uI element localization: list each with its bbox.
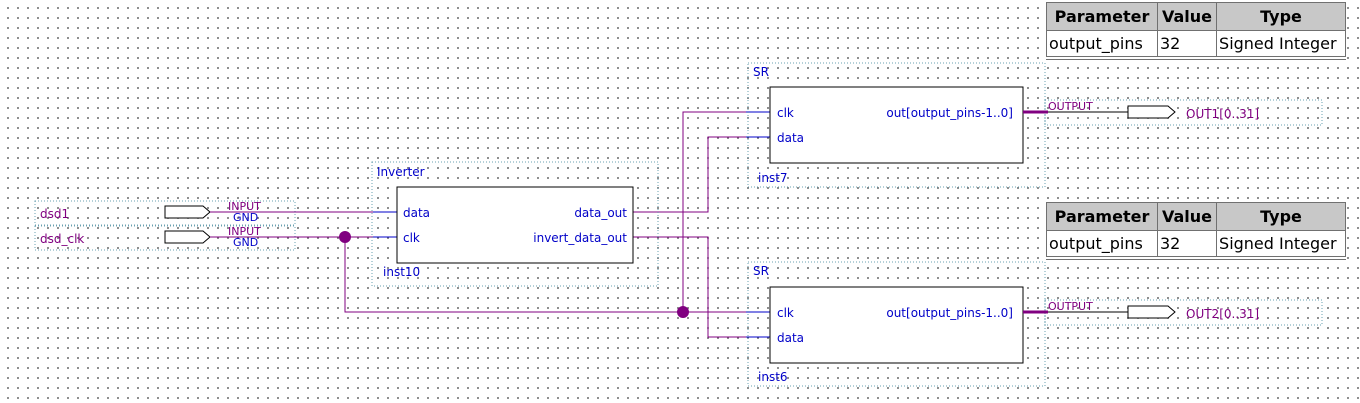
instance-name: inst6 bbox=[758, 370, 788, 384]
block-body bbox=[769, 286, 1024, 364]
table-header: Parameter bbox=[1046, 202, 1158, 231]
table-header: Type bbox=[1216, 2, 1347, 31]
output-pin-symbol bbox=[1127, 305, 1176, 319]
output-pin-out1[interactable]: OUTPUT OUT1[0..31] bbox=[1023, 100, 1259, 121]
port-label: data bbox=[403, 206, 430, 220]
input-pin-frame bbox=[34, 200, 296, 226]
table-header: Parameter bbox=[1046, 2, 1158, 31]
input-pin-type: INPUT bbox=[228, 225, 261, 238]
port-label: out[output_pins-1..0] bbox=[886, 106, 1013, 120]
wire[interactable] bbox=[633, 236, 746, 338]
input-pin-name: dsd_clk bbox=[40, 232, 84, 246]
block-frame bbox=[747, 62, 1046, 188]
table-cell: output_pins bbox=[1046, 230, 1158, 260]
instance-name: inst10 bbox=[383, 265, 420, 279]
block-title: SR bbox=[753, 65, 769, 79]
block-frame bbox=[747, 261, 1046, 387]
port-label: data bbox=[777, 131, 804, 145]
port-label: clk bbox=[403, 231, 420, 245]
parameter-table: Parameter Value Type output_pins 32 Sign… bbox=[1046, 202, 1347, 260]
table-cell: 32 bbox=[1156, 30, 1218, 60]
wires bbox=[295, 111, 746, 338]
port-label: data bbox=[777, 331, 804, 345]
input-pin-symbol bbox=[164, 230, 211, 244]
input-pin-frame bbox=[34, 225, 296, 251]
input-pin-dsd-clk[interactable]: dsd_clk INPUT GND bbox=[40, 225, 295, 249]
table-cell: Signed Integer bbox=[1216, 30, 1347, 60]
table-row[interactable]: output_pins 32 Signed Integer bbox=[1046, 30, 1347, 60]
block-title: Inverter bbox=[377, 165, 425, 179]
wire[interactable] bbox=[344, 237, 746, 313]
input-pin-symbol bbox=[164, 205, 211, 219]
block-body bbox=[769, 86, 1024, 164]
block-title: SR bbox=[753, 264, 769, 278]
output-pin-type: OUTPUT bbox=[1048, 100, 1093, 113]
port-label: out[output_pins-1..0] bbox=[886, 306, 1013, 320]
table-row[interactable]: output_pins 32 Signed Integer bbox=[1046, 230, 1347, 260]
wire[interactable] bbox=[682, 111, 746, 312]
port-label: invert_data_out bbox=[533, 231, 627, 245]
port-label: data_out bbox=[574, 206, 627, 220]
sr-block-inst7[interactable]: SR clk data out[output_pins-1..0] inst7 bbox=[747, 62, 1046, 188]
parameter-table: Parameter Value Type output_pins 32 Sign… bbox=[1046, 2, 1347, 60]
table-header: Type bbox=[1216, 202, 1347, 231]
output-pin-out2[interactable]: OUTPUT OUT2[0..31] bbox=[1023, 300, 1259, 321]
port-stubs bbox=[373, 111, 770, 338]
port-label: clk bbox=[777, 306, 794, 320]
output-pin-symbol bbox=[1127, 105, 1176, 119]
output-pin-name: OUT1[0..31] bbox=[1186, 107, 1259, 121]
output-pin-type: OUTPUT bbox=[1048, 300, 1093, 313]
block-frame bbox=[371, 161, 659, 287]
junction-dot bbox=[339, 231, 351, 243]
input-pin-default: GND bbox=[233, 211, 258, 224]
instance-name: inst7 bbox=[758, 171, 788, 185]
inverter-block[interactable]: Inverter data clk data_out invert_data_o… bbox=[371, 161, 659, 287]
input-pin-type: INPUT bbox=[228, 200, 261, 213]
input-pin-dsd1[interactable]: dsd1 INPUT GND bbox=[40, 200, 295, 224]
wire[interactable] bbox=[633, 136, 746, 213]
input-pin-name: dsd1 bbox=[40, 207, 69, 221]
block-body bbox=[396, 186, 634, 264]
table-header: Value bbox=[1156, 202, 1218, 231]
output-pin-name: OUT2[0..31] bbox=[1186, 307, 1259, 321]
port-label: clk bbox=[777, 106, 794, 120]
table-cell: 32 bbox=[1156, 230, 1218, 260]
input-pin-default: GND bbox=[233, 236, 258, 249]
table-header: Value bbox=[1156, 2, 1218, 31]
sr-block-inst6[interactable]: SR clk data out[output_pins-1..0] inst6 bbox=[747, 261, 1046, 387]
junction-dot bbox=[677, 306, 689, 318]
table-cell: Signed Integer bbox=[1216, 230, 1347, 260]
table-cell: output_pins bbox=[1046, 30, 1158, 60]
